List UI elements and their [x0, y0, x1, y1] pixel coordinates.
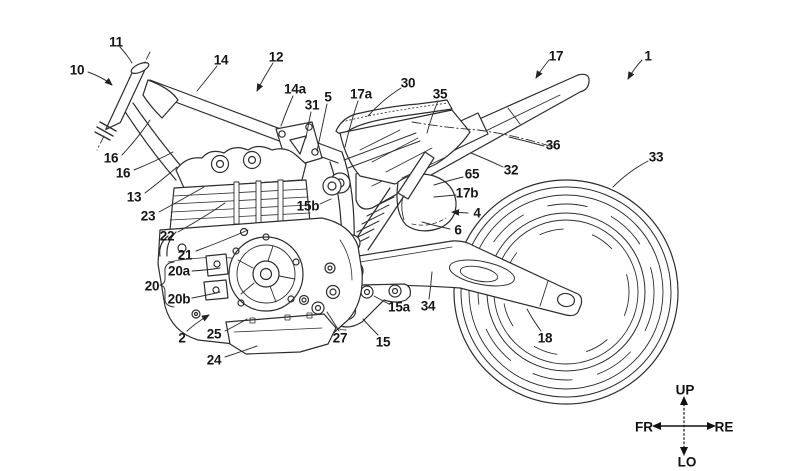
arrow-up: [680, 396, 688, 405]
compass-label-front: FR: [635, 419, 653, 435]
brace-20: [159, 261, 175, 308]
leader-4: [451, 209, 469, 216]
head-tube: [105, 63, 148, 130]
leader-1: [627, 59, 643, 80]
gusset: [142, 79, 179, 119]
arrow-front: [652, 422, 661, 430]
engine: [157, 145, 363, 355]
arrow-down: [680, 447, 688, 456]
subframe-tube: [343, 132, 421, 169]
cover-20b: [203, 279, 229, 301]
oil-pan: [225, 313, 337, 355]
hidden-line-36: [411, 121, 557, 149]
leader-10: [87, 71, 113, 86]
arrow-rear: [707, 422, 716, 430]
compass-label-down: LO: [677, 454, 697, 470]
compass-label-rear: RE: [714, 419, 734, 435]
pump-cover: [228, 236, 304, 312]
compass-label-up: UP: [675, 382, 695, 398]
leader-2: [186, 314, 210, 332]
cover-20a: [205, 253, 229, 277]
cam-cover: [175, 145, 307, 189]
leader-lines: [87, 46, 649, 358]
steering-axis: [143, 51, 151, 65]
compass-arrows: [652, 396, 716, 456]
leader-17: [535, 59, 550, 79]
leader-12: [256, 62, 274, 92]
